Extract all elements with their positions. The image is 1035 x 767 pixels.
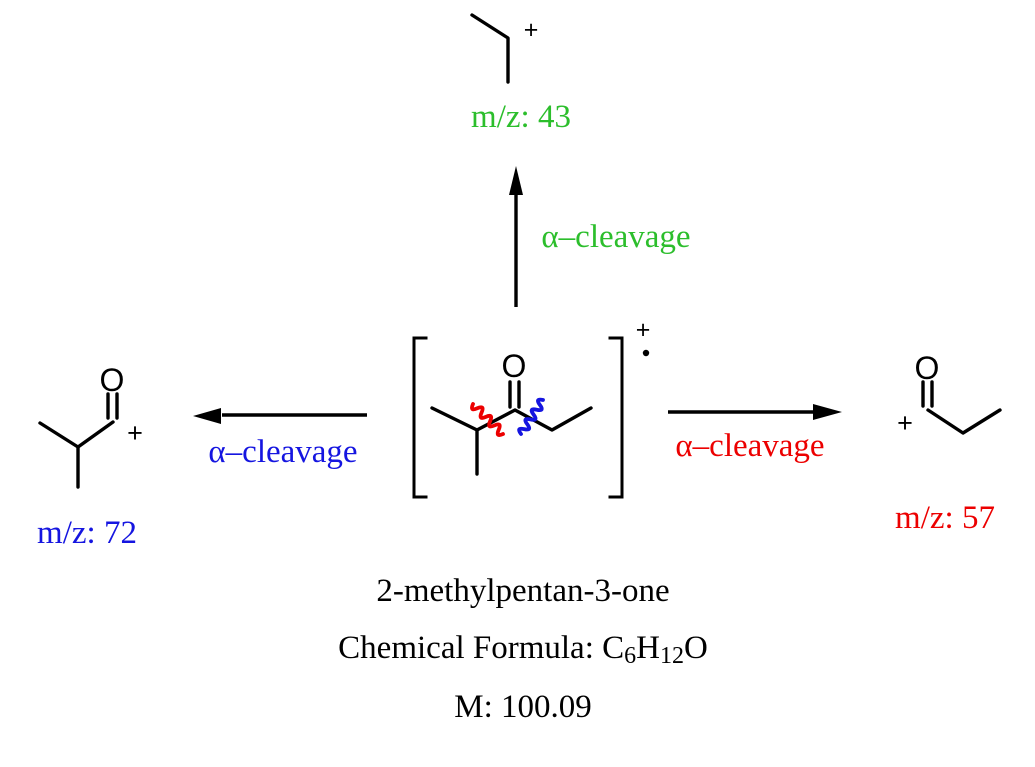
fragment-left-skeleton-bonds xyxy=(38,420,115,449)
arrow-right-alpha-cleavage: α–cleavage xyxy=(668,404,842,464)
compound-formula: Chemical Formula: C6H12O xyxy=(338,630,708,669)
arrow-left-label: α–cleavage xyxy=(208,434,357,470)
formula-prefix: Chemical Formula: C xyxy=(338,630,624,666)
arrow-top-arrowhead-icon xyxy=(509,166,523,195)
cleavage-wavy-bond-red xyxy=(470,402,505,437)
fragment-top-isopropyl-cation: + m/z: 43 xyxy=(470,13,571,135)
fragment-left-oxygen-atom: O xyxy=(100,362,125,398)
compound-info: 2-methylpentan-3-one Chemical Formula: C… xyxy=(338,573,708,725)
fragment-right-skeleton-bonds xyxy=(926,408,1002,435)
fragment-top-plus-charge: + xyxy=(524,16,539,44)
compound-mass: M: 100.09 xyxy=(454,689,592,725)
fragment-right-plus-charge: + xyxy=(897,408,913,438)
fragment-left-mz-label: m/z: 72 xyxy=(37,515,137,551)
arrow-top-label: α–cleavage xyxy=(541,219,690,255)
molecular-ion: + O xyxy=(412,316,651,499)
arrow-right-arrowhead-icon xyxy=(813,404,842,420)
fragment-right-oxygen-atom: O xyxy=(915,350,940,386)
bracket-left xyxy=(412,336,428,499)
bracket-right xyxy=(608,336,624,499)
formula-subscript-6: 6 xyxy=(624,643,636,669)
arrow-top-alpha-cleavage: α–cleavage xyxy=(509,166,691,307)
compound-name: 2-methylpentan-3-one xyxy=(376,573,669,609)
fragment-left-plus-charge: + xyxy=(127,418,143,448)
arrow-left-arrowhead-icon xyxy=(193,408,221,424)
fragment-right-mz-label: m/z: 57 xyxy=(895,500,995,536)
fragment-right-propanoyl-cation: + O m/z: 57 xyxy=(895,350,1002,536)
molecular-ion-skeleton-bonds xyxy=(430,406,593,432)
formula-o: O xyxy=(684,630,708,666)
molecular-ion-plus-charge: + xyxy=(636,316,651,344)
formula-subscript-12: 12 xyxy=(660,643,684,669)
radical-dot-icon xyxy=(642,349,650,357)
fragment-left-acylium-cation: O + m/z: 72 xyxy=(37,362,143,551)
arrow-left-alpha-cleavage: α–cleavage xyxy=(193,408,367,470)
cleavage-wavy-bond-blue xyxy=(517,397,545,436)
arrow-right-label: α–cleavage xyxy=(675,428,824,464)
fragment-top-mz-label: m/z: 43 xyxy=(471,99,571,135)
molecular-ion-oxygen-atom: O xyxy=(502,348,527,384)
formula-h: H xyxy=(636,630,660,666)
fragment-top-skeleton-bonds xyxy=(470,13,510,84)
